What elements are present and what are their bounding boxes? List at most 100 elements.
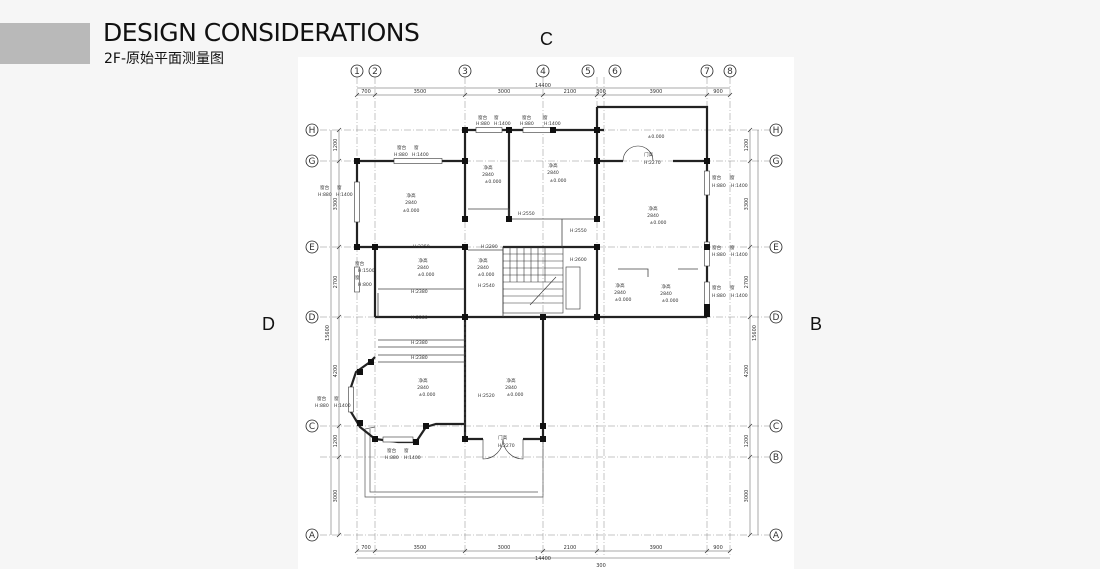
- floor-level: ±0.000: [647, 134, 664, 140]
- floor-level: ±0.000: [417, 272, 434, 278]
- header-accent-bar: [0, 23, 90, 64]
- dim-tick: [372, 548, 378, 554]
- room-height: 2840: [505, 385, 517, 391]
- door-height: H:2270: [498, 443, 515, 449]
- dimension-lines: [330, 87, 759, 559]
- height-note: H:2520: [478, 393, 495, 399]
- floor-level: ±0.000: [506, 392, 523, 398]
- dim-text: 1200: [333, 435, 339, 448]
- dim-text: 2100: [564, 89, 577, 95]
- dim-text-overall-right: 15600: [752, 325, 758, 341]
- column: [462, 127, 468, 133]
- axis-label-G-left: G: [309, 157, 316, 167]
- column: [462, 436, 468, 442]
- dim-text: 4200: [333, 365, 339, 378]
- stair-outline: [502, 246, 564, 314]
- dim-tick: [336, 127, 342, 133]
- axis-label-E-left: E: [309, 243, 315, 253]
- dim-tick: [747, 158, 753, 164]
- axis-label-1: 1: [354, 67, 360, 77]
- doors: [482, 145, 654, 460]
- column: [357, 420, 363, 426]
- partition-closet: [468, 208, 597, 220]
- axis-bubble-A-left: [305, 528, 319, 542]
- dim-text: 3000: [333, 490, 339, 503]
- bottom-dimension-texts: 700 3500 3000 2100 3900 900 14400 300: [361, 545, 723, 569]
- slide-subtitle: 2F-原始平面测量图: [104, 51, 225, 67]
- dim-text: 900: [713, 89, 723, 95]
- window-label: 窗: [334, 395, 339, 402]
- window-height: H:1400: [336, 192, 353, 198]
- top-dimension-texts: 700 3500 3000 2100 300 3900 900 14400: [361, 83, 723, 95]
- window-right-3: [704, 281, 710, 307]
- stair-break-line: [529, 276, 557, 306]
- dim-tick: [354, 92, 360, 98]
- direction-label-east: B: [810, 314, 823, 334]
- axis-bubble-E-left: [305, 240, 319, 254]
- wall-bay-window: [349, 356, 465, 444]
- axis-bubble-G-left: [305, 154, 319, 168]
- dim-tick: [747, 127, 753, 133]
- column: [372, 244, 378, 250]
- axis-label-D-right: D: [773, 313, 780, 323]
- dim-text: 2700: [744, 276, 750, 289]
- sill-height-1500: H:1500: [358, 268, 375, 274]
- dim-tick: [747, 244, 753, 250]
- windows: [348, 127, 710, 443]
- axis-bubble-6: [608, 64, 622, 78]
- column: [368, 359, 374, 365]
- axis-bubble-G-right: [769, 154, 783, 168]
- direction-label-north: C: [540, 29, 553, 49]
- sill-height: H:880: [315, 403, 329, 409]
- window-label: 窗: [730, 174, 735, 181]
- window-bay-bottom: [382, 436, 414, 443]
- dim-tick: [336, 244, 342, 250]
- dim-tick: [462, 92, 468, 98]
- window-label: 窗: [494, 114, 499, 121]
- axis-bubble-5: [581, 64, 595, 78]
- direction-label-west: D: [262, 314, 275, 334]
- window-label: 窗: [414, 144, 419, 151]
- column: [594, 158, 600, 164]
- axis-label-C-left: C: [309, 422, 315, 432]
- window-height: H:1400: [731, 293, 748, 299]
- dim-text: 3300: [333, 198, 339, 211]
- room-label-clear-height: 净高: [483, 164, 493, 171]
- column: [594, 216, 600, 222]
- column: [372, 436, 378, 442]
- axis-label-8: 8: [727, 67, 733, 77]
- room-label-clear-height: 净高: [548, 162, 558, 169]
- axis-label-D-left: D: [309, 313, 316, 323]
- right-dimension-texts: 1200 3300 2700 4200 1200 3000 15600: [744, 139, 758, 503]
- room-height: 2840: [647, 213, 659, 219]
- axis-bubble-D-right: [769, 310, 783, 324]
- opening-notes: 窗台 窗 H:880 H:1400 窗台 窗 H:880 H:1400 窗台 窗…: [315, 114, 748, 461]
- dim-text-overall-bottom: 14400: [535, 556, 551, 562]
- column: [550, 127, 556, 133]
- dim-text-overall-left: 15600: [325, 325, 331, 341]
- height-note: H:2550: [518, 211, 535, 217]
- window-label: 窗: [404, 447, 409, 454]
- room-label-clear-height: 净高: [418, 257, 428, 264]
- dim-text-overall-top: 14400: [535, 83, 551, 89]
- height-note: H:2380: [411, 315, 428, 321]
- dim-text: 300: [596, 563, 606, 569]
- dim-tick: [747, 532, 753, 538]
- sill-height-800: H:800: [358, 282, 372, 288]
- window-label: 窗: [337, 184, 342, 191]
- column: [704, 244, 710, 250]
- room-label-clear-height: 净高: [478, 257, 488, 264]
- column: [594, 314, 600, 320]
- height-note: H:2380: [411, 289, 428, 295]
- dim-text: 3000: [498, 545, 511, 551]
- floor-level: ±0.000: [484, 179, 501, 185]
- room-height: 2840: [417, 265, 429, 271]
- dim-text: 3500: [414, 89, 427, 95]
- door-label: 门高: [498, 434, 508, 441]
- slab-outline: [364, 426, 544, 498]
- room-height: 2840: [482, 172, 494, 178]
- floor-plan-svg: 1 2 3 4 5 6 7 8 H G E D C A H G E D C B: [305, 64, 783, 569]
- door-swing-south: [482, 438, 524, 460]
- window-height: H:1400: [731, 183, 748, 189]
- dimension-ticks: [336, 92, 753, 554]
